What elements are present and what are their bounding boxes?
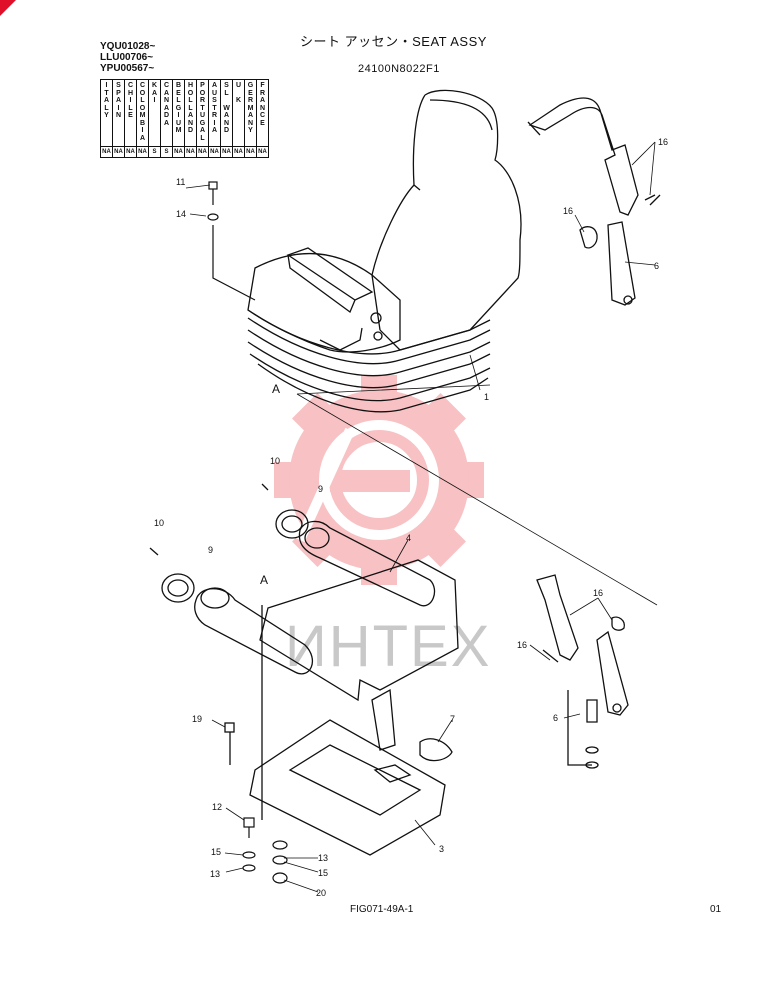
callout-13-right: 13 — [318, 853, 328, 863]
page-number: 01 — [710, 904, 722, 915]
country-value-cell: NA — [124, 146, 137, 158]
seat-base-plate — [224, 688, 453, 856]
callout-6-upper: 6 — [654, 261, 659, 271]
reference-a-upper: A — [272, 382, 280, 396]
corner-mark — [0, 0, 16, 16]
callout-12: 12 — [212, 802, 222, 812]
watermark-text: ИНТЕХ — [285, 614, 491, 679]
callout-13-left: 13 — [210, 869, 220, 879]
callout-6-lower: 6 — [553, 713, 558, 723]
seat-belt-bottom-right — [536, 574, 629, 769]
part-code: 24100N8022F1 — [358, 63, 440, 75]
callout-14: 14 — [176, 209, 186, 219]
callout-16-lower-left: 16 — [517, 640, 527, 650]
reference-a-lower: A — [260, 573, 268, 587]
watermark-gear-logo — [274, 375, 484, 585]
seat-assembly — [247, 89, 522, 413]
country-name-label: U K — [235, 82, 242, 104]
callout-16-mid: 16 — [563, 206, 573, 216]
callout-1: 1 — [484, 392, 489, 402]
callout-7: 7 — [450, 714, 455, 724]
callout-10-upper: 10 — [270, 456, 280, 466]
callout-16-lower-right: 16 — [593, 588, 603, 598]
seat-rail-set — [194, 520, 459, 820]
callout-10-lower: 10 — [154, 518, 164, 528]
country-value-cell: NA — [196, 146, 209, 158]
bolt-11-washer-14 — [207, 181, 256, 301]
serial-number-3: YPU00567~ — [100, 63, 155, 74]
diagram-title: シート アッセン・SEAT ASSY — [300, 34, 487, 49]
serial-number-1: YQU01028~ — [100, 41, 156, 52]
callout-9-upper: 9 — [318, 484, 323, 494]
rail-caps-9 — [149, 483, 309, 603]
callout-16-top: 16 — [658, 137, 668, 147]
callout-19: 19 — [192, 714, 202, 724]
callout-4: 4 — [406, 533, 411, 543]
leader-lines — [185, 141, 658, 893]
callout-3: 3 — [439, 844, 444, 854]
callout-20: 20 — [316, 888, 326, 898]
country-value-cell: S — [160, 146, 173, 158]
bolt-12-stack — [242, 817, 288, 884]
figure-number: FIG071-49A-1 — [350, 904, 414, 915]
country-value-cell: NA — [100, 146, 113, 158]
callout-15-left: 15 — [211, 847, 221, 857]
seat-belt-top-right — [527, 97, 661, 306]
callout-9-lower: 9 — [208, 545, 213, 555]
country-value-cell: NA — [256, 146, 269, 158]
serial-number-2: LLU00706~ — [100, 52, 154, 63]
callout-11: 11 — [176, 177, 185, 187]
callout-15-right: 15 — [318, 868, 328, 878]
